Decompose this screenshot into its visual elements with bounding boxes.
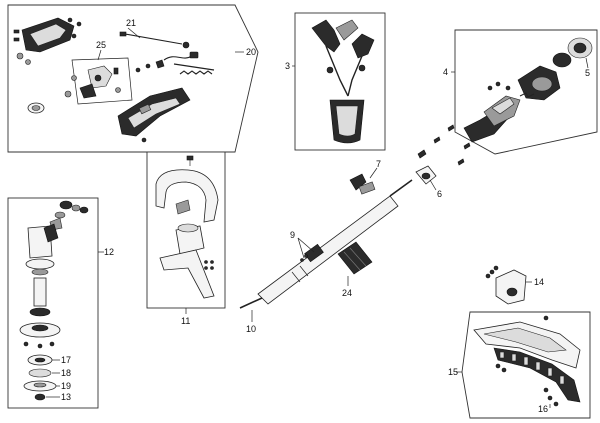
clutch-housing-part — [463, 37, 593, 143]
guard-bracket-part: 14 — [485, 265, 544, 305]
callout-13: 13 — [61, 392, 71, 402]
callout-5: 5 — [585, 68, 590, 78]
handle-knob-part: 7 — [349, 159, 381, 195]
grass-guard-part — [473, 315, 581, 403]
panel-4-clutch-assembly: 4 5 — [443, 29, 598, 155]
trimmer-head-parts — [23, 354, 57, 401]
panel-15-guard: 15 16 — [448, 311, 591, 419]
stop-switch-wire-part — [163, 51, 215, 71]
sub-assembly-25-bracket — [71, 57, 133, 105]
loop-handle-part — [155, 155, 219, 223]
throttle-cable-part — [119, 31, 190, 49]
gear-case-parts — [19, 200, 89, 349]
throttle-housing-part — [13, 17, 75, 65]
panel-12-gear-head: 12 17 18 19 13 — [7, 197, 114, 409]
drive-shaft-part: 9 10 — [239, 179, 413, 334]
spring-part — [179, 70, 213, 75]
shaft-clamp-part — [415, 165, 437, 185]
small-parts-middle-20 — [64, 59, 165, 98]
handle-bracket-part — [159, 223, 215, 299]
panel-3-harness: 3 — [285, 12, 386, 151]
callout-14: 14 — [534, 277, 544, 287]
callout-3: 3 — [285, 61, 290, 71]
callout-11: 11 — [181, 316, 190, 326]
callout-12: 12 — [104, 247, 114, 257]
small-screws-20 — [67, 17, 82, 39]
grip-sleeve-part: 24 — [337, 241, 373, 298]
callout-21: 21 — [126, 18, 136, 28]
clamp-ring-part — [27, 102, 45, 114]
callout-20: 20 — [246, 47, 256, 57]
panel-20-handle-assembly: 21 25 20 — [7, 4, 259, 153]
callout-6: 6 — [437, 189, 442, 199]
callout-18: 18 — [61, 368, 71, 378]
callout-4: 4 — [443, 67, 448, 77]
callout-10: 10 — [246, 324, 256, 334]
callout-15: 15 — [448, 367, 458, 377]
guard-screws-16 — [543, 387, 559, 407]
callout-24: 24 — [342, 288, 352, 298]
callout-16: 16 — [538, 404, 548, 414]
main-handle-grip-part — [117, 87, 191, 143]
shoulder-harness-part — [311, 19, 375, 144]
shaft-fasteners: 6 — [415, 124, 471, 199]
callout-19: 19 — [61, 381, 71, 391]
callout-9: 9 — [290, 230, 295, 240]
panel-11-loop-handle: 11 — [146, 151, 226, 326]
callout-7: 7 — [376, 159, 381, 169]
callout-25: 25 — [96, 40, 106, 50]
callout-17: 17 — [61, 355, 71, 365]
